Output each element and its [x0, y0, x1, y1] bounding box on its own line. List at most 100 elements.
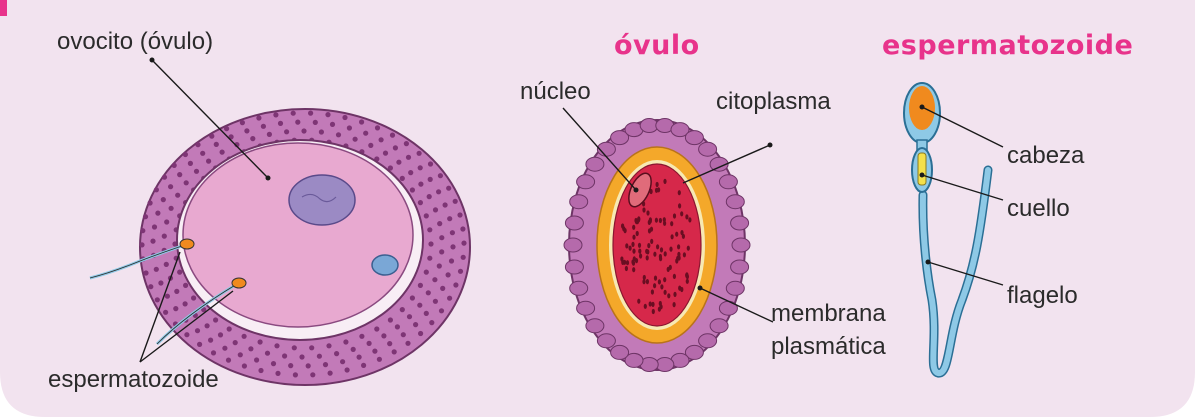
oocyte-cytoplasm [183, 143, 413, 327]
follicle-cell-nucleus [295, 120, 300, 125]
cytoplasm-granule [648, 228, 651, 233]
follicle-cell-nucleus [379, 137, 384, 142]
follicle-cell-nucleus [319, 129, 324, 134]
cytoplasm-granule [646, 210, 649, 215]
cytoplasm-granule [629, 246, 632, 251]
cytoplasm-granule [646, 255, 649, 260]
follicle-cell-nucleus [143, 214, 148, 219]
follicle-cell-nucleus [458, 269, 463, 274]
cytoplasm-granule [660, 247, 663, 252]
title-ovum: óvulo [614, 30, 700, 61]
cytoplasm-granule [620, 256, 623, 261]
cytoplasm-granule [683, 252, 686, 257]
follicle-cell-nucleus [195, 142, 200, 147]
polar-body [372, 255, 398, 275]
follicle-cell-nucleus [406, 155, 411, 160]
cytoplasm-granule [649, 217, 652, 222]
follicle-cell-nucleus [177, 172, 182, 177]
follicle-cell-nucleus [139, 242, 144, 247]
cytoplasm-granule [638, 249, 641, 254]
follicle-cell-nucleus [250, 136, 255, 141]
follicle-cell-nucleus [158, 280, 163, 285]
follicle-cell-nucleus [340, 359, 345, 364]
follicle-cell-nucleus [154, 187, 159, 192]
follicle-cell-nucleus [443, 202, 448, 207]
cytoplasm-granule [653, 283, 656, 288]
label-cytoplasm: citoplasma [716, 88, 831, 116]
follicle-cell-nucleus [313, 120, 318, 125]
follicle-cell-nucleus [383, 151, 388, 156]
follicle-cell-nucleus [164, 219, 169, 224]
follicle-cell-nucleus [429, 320, 434, 325]
follicle-cell-nucleus [410, 187, 415, 192]
corona-cell [565, 216, 583, 230]
cytoplasm-granule [670, 221, 673, 226]
follicle-cell-nucleus [261, 124, 266, 129]
cytoplasm-granule [673, 274, 676, 279]
cytoplasm-granule [686, 279, 689, 284]
follicle-cell-nucleus [447, 216, 452, 221]
follicle-cell-nucleus [428, 161, 433, 166]
corona-cell [732, 238, 750, 252]
follicle-cell-nucleus [428, 177, 433, 182]
follicle-cell-nucleus [143, 270, 148, 275]
follicle-cell-nucleus [440, 286, 445, 291]
follicle-cell-nucleus [428, 241, 433, 246]
cytoplasm-granule [673, 213, 676, 218]
cytoplasm-granule [639, 253, 642, 258]
cytoplasm-granule [656, 182, 659, 187]
cytoplasm-granule [632, 261, 635, 266]
corona-cell [577, 175, 595, 189]
follicle-cell-nucleus [438, 173, 443, 178]
follicle-cell-nucleus [326, 343, 331, 348]
follicle-cell-nucleus [427, 194, 432, 199]
follicle-cell-nucleus [211, 350, 216, 355]
follicle-cell-nucleus [273, 112, 278, 117]
follicle-cell-nucleus [424, 311, 429, 316]
follicle-cell-nucleus [374, 326, 379, 331]
follicle-cell-nucleus [417, 303, 422, 308]
cytoplasm-granule [663, 179, 666, 184]
cytoplasm-granule [642, 207, 645, 212]
cytoplasm-granule [680, 230, 683, 235]
follicle-cell-nucleus [363, 131, 368, 136]
follicle-cell-nucleus [258, 339, 263, 344]
cytoplasm-granule [642, 279, 645, 284]
follicle-cell-nucleus [194, 169, 199, 174]
cytoplasm-granule [649, 301, 652, 306]
follicle-cell-nucleus [432, 277, 437, 282]
follicle-cell-nucleus [220, 150, 225, 155]
follicle-cell-nucleus [372, 349, 377, 354]
corona-cell [731, 260, 749, 274]
cytoplasm-granule [646, 279, 649, 284]
follicle-cell-nucleus [408, 170, 413, 175]
follicle-cell-nucleus [282, 353, 287, 358]
follicle-cell-nucleus [377, 357, 382, 362]
cytoplasm-granule [638, 243, 641, 248]
follicle-cell-nucleus [258, 368, 263, 373]
cytoplasm-granule [659, 301, 662, 306]
cytoplasm-granule [654, 276, 657, 281]
cytoplasm-granule [678, 190, 681, 195]
follicle-cell-nucleus [154, 267, 159, 272]
corona-cell [699, 142, 717, 156]
follicle-cell-nucleus [183, 283, 188, 288]
follicle-cell-nucleus [155, 297, 160, 302]
cytoplasm-granule [664, 290, 667, 295]
label-oocyte: ovocito (óvulo) [57, 28, 213, 56]
corona-cell [685, 131, 703, 145]
cytoplasm-granule [632, 225, 635, 230]
follicle-cell-nucleus [450, 244, 455, 249]
follicle-cell-nucleus [256, 115, 261, 120]
follicle-cell-nucleus [224, 126, 229, 131]
follicle-cell-nucleus [396, 160, 401, 165]
follicle-cell-nucleus [395, 324, 400, 329]
follicle-cell-nucleus [418, 200, 423, 205]
cytoplasm-granule [632, 235, 635, 240]
cytoplasm-granule [631, 242, 634, 247]
follicle-cell-nucleus [401, 332, 406, 337]
follicle-cell-nucleus [168, 184, 173, 189]
title-sperm: espermatozoide [882, 30, 1133, 61]
follicle-cell-nucleus [162, 234, 167, 239]
follicle-cell-nucleus [330, 122, 335, 127]
